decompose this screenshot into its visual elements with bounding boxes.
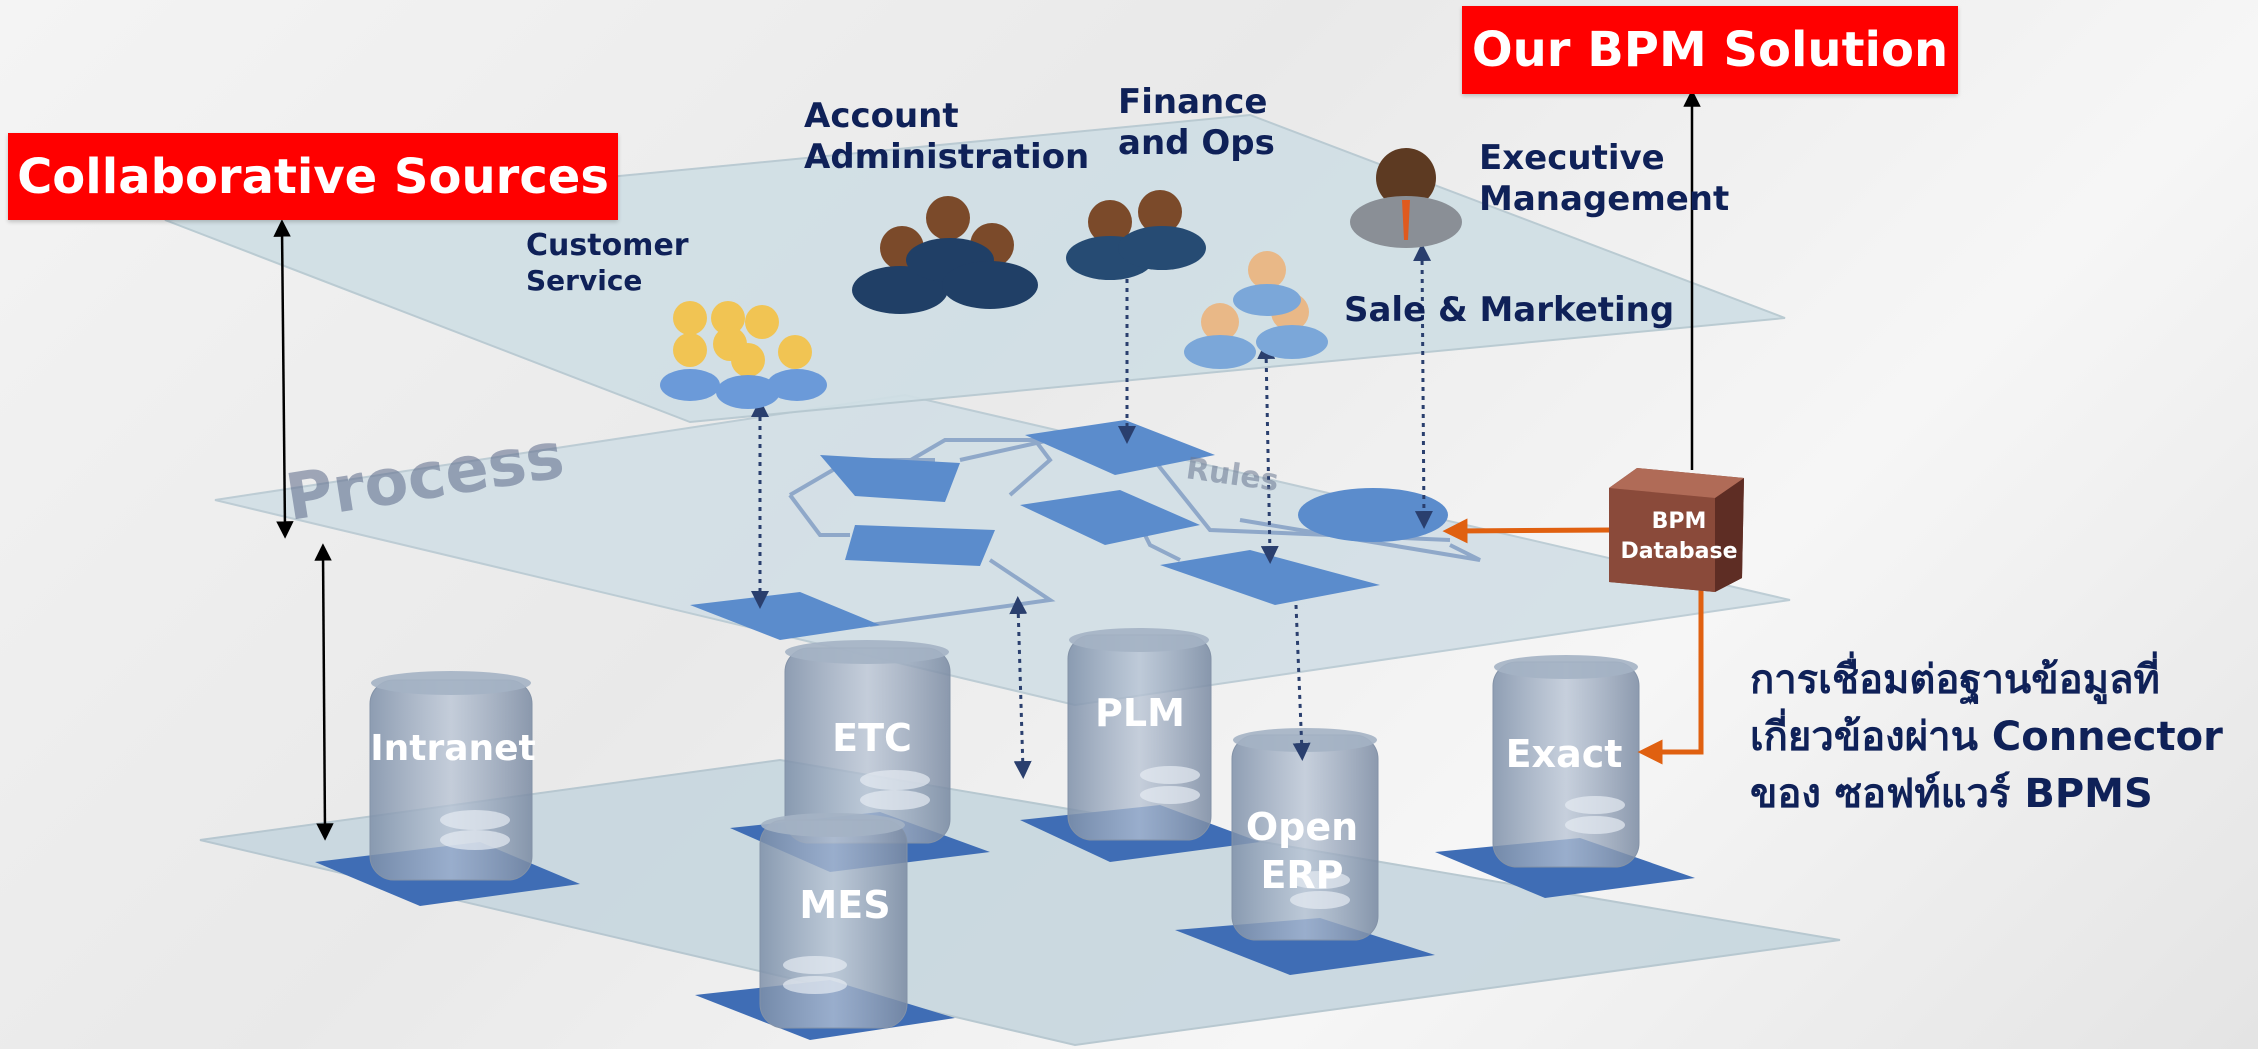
customer-service-people <box>660 301 827 409</box>
server-label-intranet: Intranet <box>370 728 536 769</box>
rules-ellipse <box>1298 488 1448 542</box>
role-account-admin-line1: Account <box>804 96 959 136</box>
role-customer-service: Customer Service <box>526 228 689 298</box>
process-box-3 <box>1160 550 1380 605</box>
server-plm <box>1067 628 1212 841</box>
server-label-etc: ETC <box>832 716 912 760</box>
layer-arrows <box>273 89 1701 841</box>
role-finance-ops: Finance and Ops <box>1118 82 1275 164</box>
role-account-admin-line2: Administration <box>804 136 1090 177</box>
role-executive-line1: Executive <box>1479 138 1665 178</box>
connector-note-line2: เกี่ยวข้องผ่าน Connector <box>1750 713 2223 760</box>
server-openerp <box>1231 728 1379 941</box>
process-box-1 <box>1025 420 1215 475</box>
process-shapes <box>690 420 1448 640</box>
server-label-mes: MES <box>799 883 890 927</box>
server-label-plm: PLM <box>1095 691 1185 735</box>
server-cylinders <box>369 628 1640 1029</box>
server-mes <box>759 813 908 1029</box>
role-executive-line2: Management <box>1479 178 1730 219</box>
process-diamond-2 <box>845 525 995 566</box>
role-sales-marketing: Sale & Marketing <box>1344 290 1675 330</box>
server-label-exact: Exact <box>1506 732 1623 776</box>
server-exact <box>1492 655 1640 868</box>
connector-note-line3: ของ ซอฟท์แวร์ BPMS <box>1750 770 2153 817</box>
dotted-connectors <box>751 243 1433 779</box>
server-intranet <box>369 671 533 881</box>
finance-ops-people <box>1066 190 1206 280</box>
collaborative-sources-title: Collaborative Sources <box>8 133 618 220</box>
process-diamond-1 <box>820 455 960 502</box>
process-box-2 <box>1020 490 1200 545</box>
process-box-4 <box>690 592 880 640</box>
executive-person <box>1350 148 1462 248</box>
server-etc <box>784 640 951 844</box>
connector-note: การเชื่อมต่อฐานข้อมูลที่ เกี่ยวข้องผ่าน … <box>1750 652 2223 822</box>
database-label-line2: Database <box>1620 539 1737 564</box>
database-label-line1: BPM <box>1652 509 1707 534</box>
our-bpm-solution-title: Our BPM Solution <box>1462 6 1958 94</box>
role-account-admin: Account Administration <box>804 96 1089 178</box>
role-finance-ops-line1: Finance <box>1118 82 1268 122</box>
server-label-openerp-line2: ERP <box>1260 853 1343 897</box>
bpm-database-cube <box>1609 468 1744 592</box>
server-label-openerp-line1: Open <box>1246 805 1358 849</box>
role-executive: Executive Management <box>1479 138 1729 220</box>
connector-note-line1: การเชื่อมต่อฐานข้อมูลที่ <box>1750 657 2160 703</box>
account-admin-people <box>852 196 1038 314</box>
role-customer-service-line1: Customer <box>526 228 689 263</box>
connector-arrows <box>1442 518 1704 765</box>
role-finance-ops-line2: and Ops <box>1118 122 1275 163</box>
sales-marketing-people <box>1184 251 1328 369</box>
role-customer-service-line2: Service <box>526 264 643 297</box>
